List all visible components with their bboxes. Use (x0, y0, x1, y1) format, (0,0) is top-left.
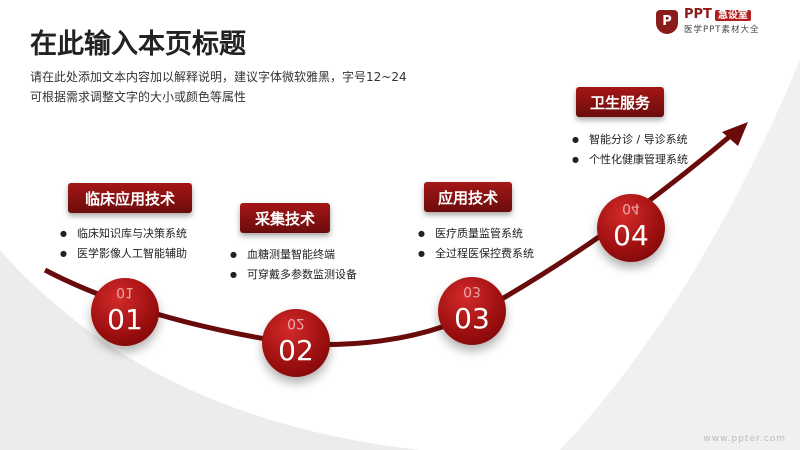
step-title-3: 应用技术 (424, 182, 512, 212)
page-title: 在此输入本页标题 (30, 29, 246, 60)
shield-logo-icon: P (656, 9, 678, 34)
step-list-4: 智能分诊 / 导诊系统个性化健康管理系统 (572, 130, 688, 170)
footer-url: www.ppter.com (703, 434, 786, 444)
step-list-3: 医疗质量监管系统全过程医保控费系统 (418, 224, 534, 264)
step-list-2: 血糖测量智能终端可穿戴多参数监测设备 (230, 245, 357, 285)
step-title-1: 临床应用技术 (68, 183, 192, 213)
step-list-1: 临床知识库与决策系统医学影像人工智能辅助 (60, 224, 187, 264)
step-title-4: 卫生服务 (576, 87, 664, 117)
arrow-head-icon (722, 122, 748, 146)
step-title-2: 采集技术 (240, 203, 330, 233)
